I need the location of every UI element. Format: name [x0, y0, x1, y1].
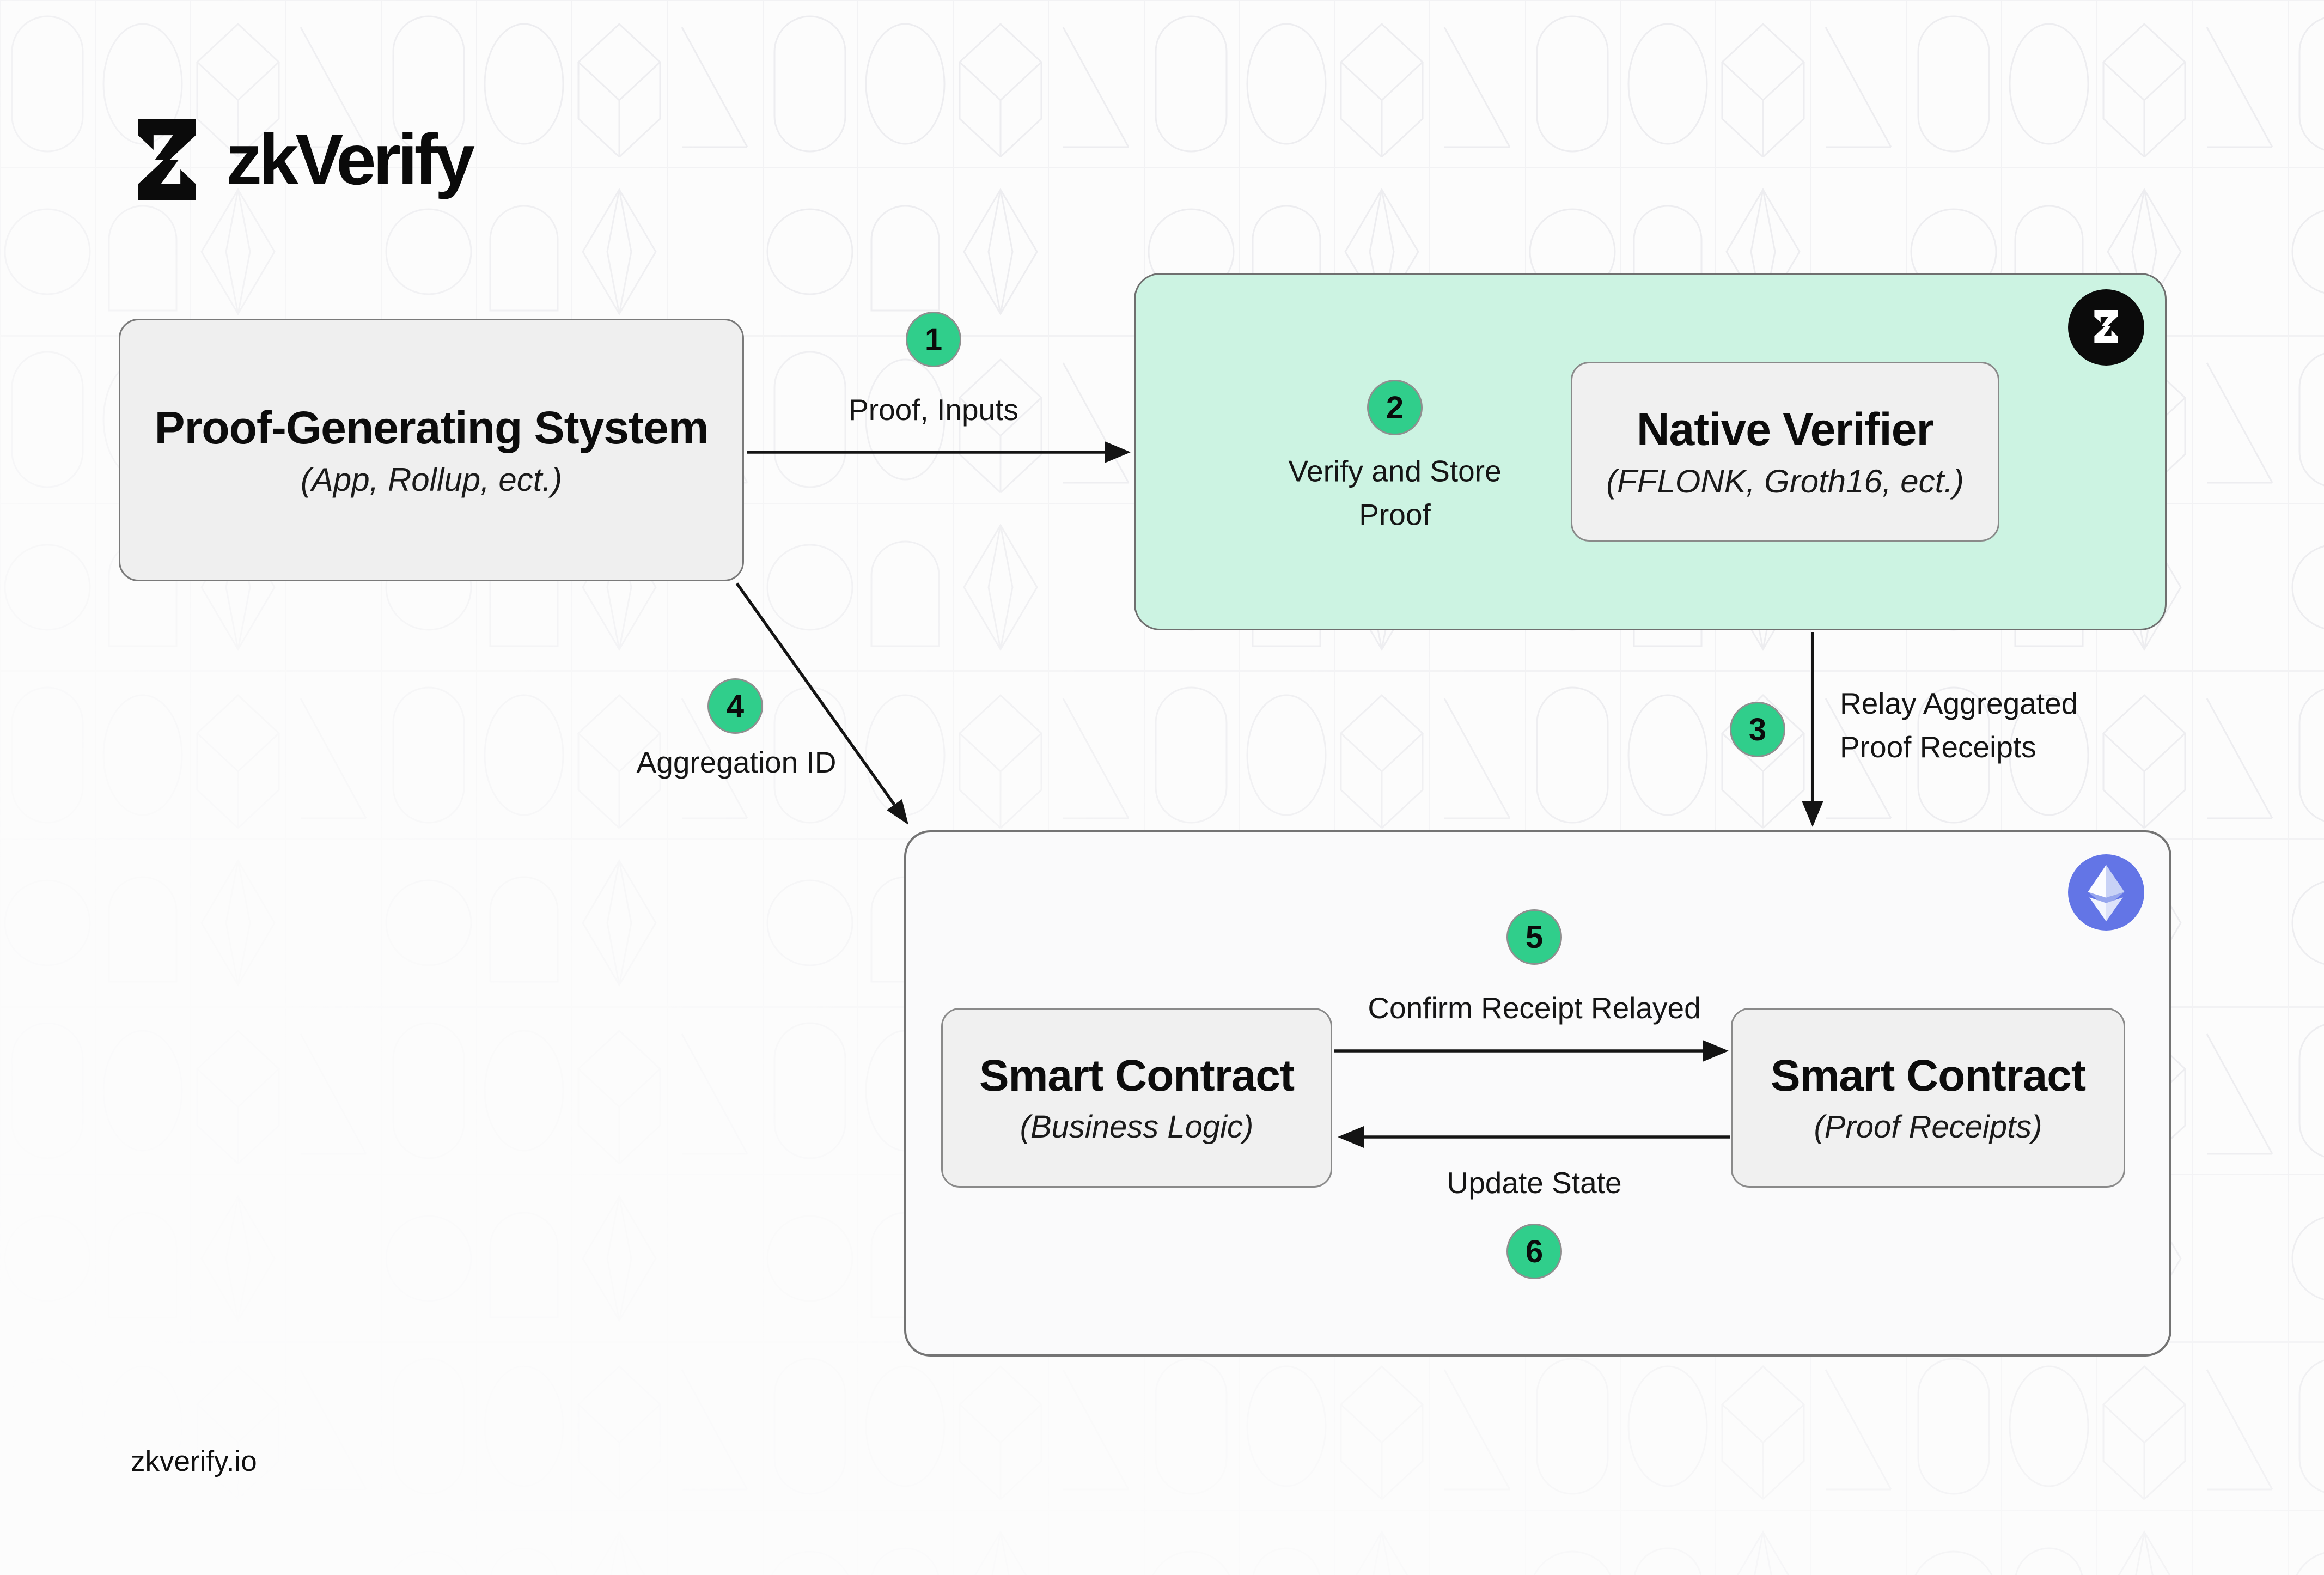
step-number: 5 [1525, 919, 1544, 955]
zkverify-badge-icon [2068, 289, 2144, 366]
node-subtitle: (Proof Receipts) [1814, 1109, 2042, 1145]
node-title: Native Verifier [1636, 403, 1934, 455]
zkverify-hourglass-icon [138, 119, 196, 200]
step-number: 4 [726, 688, 745, 724]
node-title: Smart Contract [979, 1051, 1295, 1101]
node-title: Smart Contract [1770, 1051, 2086, 1101]
step-badge-3: 3 [1730, 702, 1785, 757]
arrowhead-right-icon [1105, 441, 1131, 463]
node-subtitle: (Business Logic) [1020, 1109, 1254, 1145]
step-badge-6: 6 [1506, 1224, 1562, 1279]
label-proof-inputs: Proof, Inputs [849, 393, 1018, 427]
step-number: 1 [924, 321, 943, 357]
label-update-state: Update State [1447, 1166, 1622, 1200]
node-smart-contract-proof-receipts: Smart Contract (Proof Receipts) [1731, 1008, 2125, 1188]
label-aggregation-id: Aggregation ID [636, 745, 837, 780]
node-smart-contract-business-logic: Smart Contract (Business Logic) [941, 1008, 1332, 1188]
zkverify-logo: zkVerify [131, 119, 475, 200]
label-confirm-receipt: Confirm Receipt Relayed [1368, 991, 1701, 1025]
node-subtitle: (FFLONK, Groth16, ect.) [1606, 463, 1964, 500]
step-number: 6 [1525, 1233, 1544, 1269]
node-title: Proof-Generating Stystem [154, 402, 709, 453]
arrowhead-down-icon [1802, 801, 1823, 827]
node-proof-generating-system: Proof-Generating Stystem (App, Rollup, e… [119, 319, 744, 581]
footer-link[interactable]: zkverify.io [131, 1445, 257, 1477]
label-verify-store: Verify and Store Proof [1288, 454, 1502, 531]
node-subtitle: (App, Rollup, ect.) [300, 461, 563, 498]
label-relay-receipts: Relay Aggregated Proof Receipts [1840, 686, 2078, 764]
arrowhead-right-icon [1703, 1040, 1729, 1062]
step-number: 2 [1386, 390, 1404, 425]
arrowhead-diagonal-icon [887, 799, 908, 825]
step-badge-5: 5 [1506, 909, 1562, 965]
arrow-aggregation-id [735, 582, 896, 806]
brand-wordmark: zkVerify [226, 119, 475, 199]
step-badge-2: 2 [1367, 380, 1423, 435]
step-number: 3 [1748, 712, 1767, 747]
ethereum-icon [2068, 854, 2144, 931]
step-badge-4: 4 [707, 678, 763, 734]
arrowhead-left-icon [1338, 1126, 1364, 1148]
step-badge-1: 1 [906, 312, 961, 367]
node-native-verifier: Native Verifier (FFLONK, Groth16, ect.) [1571, 362, 1999, 542]
